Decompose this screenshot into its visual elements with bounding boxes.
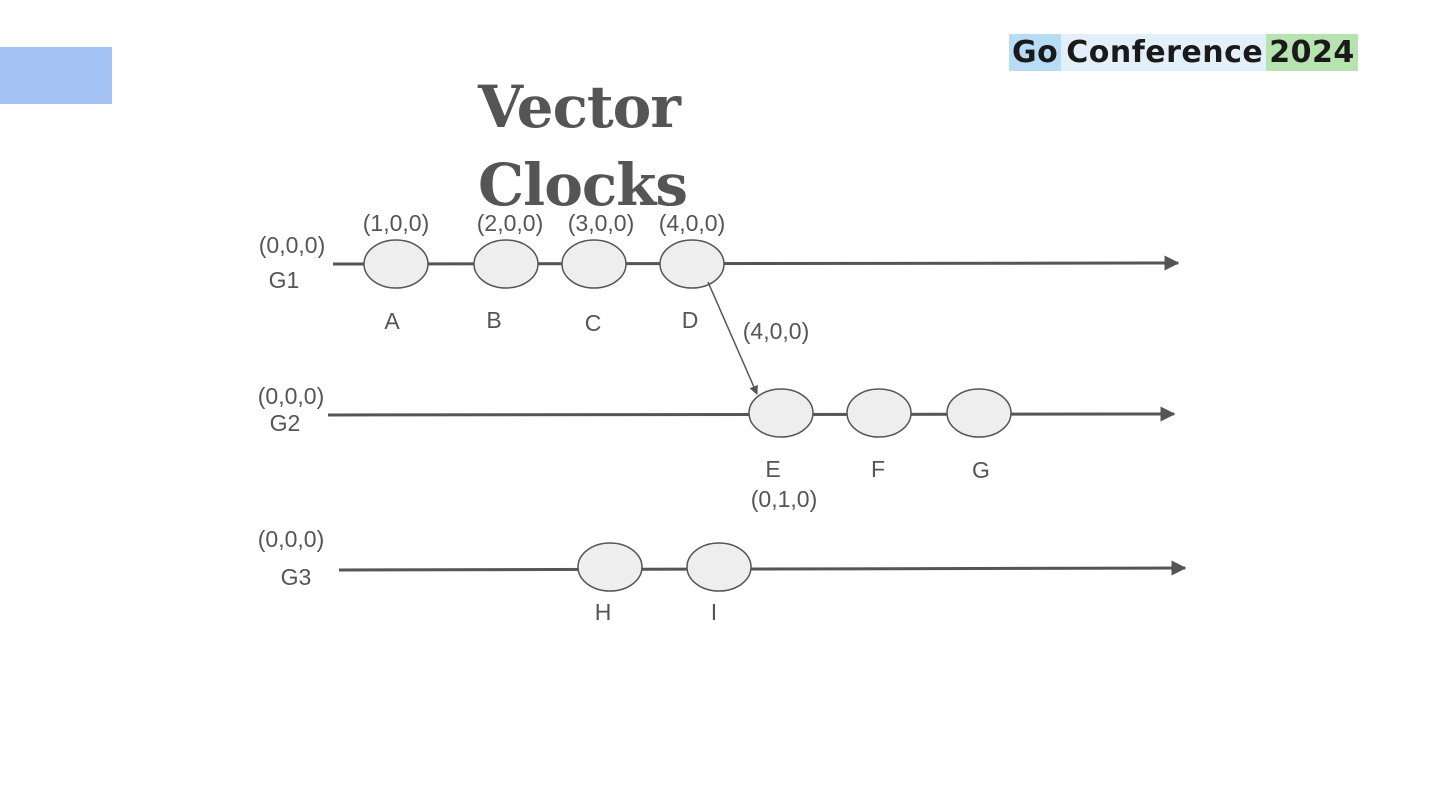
- timeline-g2-initial-clock: (0,0,0): [258, 383, 324, 409]
- event-i-label: I: [711, 599, 717, 625]
- timeline-g2: (0,0,0) G2 E (0,1,0) F G: [258, 383, 1176, 512]
- slide-title-line-2: Clocks: [478, 151, 688, 219]
- event-c-label: C: [585, 310, 602, 336]
- slide-title: Vector Clocks: [478, 68, 738, 224]
- timeline-g2-label: G2: [270, 410, 301, 436]
- logo-go: Go: [1009, 34, 1062, 71]
- event-i-node: [686, 542, 752, 592]
- event-e-node: [748, 388, 814, 438]
- timeline-g3-initial-clock: (0,0,0): [258, 526, 324, 552]
- event-g-node: [946, 388, 1012, 438]
- event-d-node: [659, 239, 725, 289]
- timeline-g3-axis: [338, 560, 1187, 576]
- corner-accent-block: [0, 47, 112, 104]
- event-g-label: G: [972, 457, 990, 483]
- logo-conference: Conference: [1061, 34, 1267, 71]
- event-h: H: [577, 542, 643, 625]
- event-g: G: [946, 388, 1012, 483]
- event-d-clock: (4,0,0): [659, 210, 725, 236]
- timeline-g1-initial-clock: (0,0,0): [259, 232, 325, 258]
- go-conference-logo: Go Conference 2024: [1009, 34, 1358, 71]
- event-b: (2,0,0) B: [473, 210, 543, 333]
- event-c-node: [561, 239, 627, 289]
- timeline-g3-label: G3: [281, 564, 312, 590]
- event-f-label: F: [871, 456, 885, 482]
- event-a-node: [363, 239, 429, 289]
- event-e-label: E: [765, 456, 780, 482]
- event-b-node: [473, 239, 539, 289]
- slide-title-line-1: Vector: [478, 73, 681, 141]
- message-d-to-e-clock: (4,0,0): [743, 318, 809, 344]
- event-a-label: A: [384, 308, 400, 334]
- event-a-clock: (1,0,0): [363, 210, 429, 236]
- message-d-to-e-arrow: [707, 281, 758, 395]
- event-f: F: [846, 388, 912, 482]
- event-e-clock: (0,1,0): [751, 486, 817, 512]
- event-b-clock: (2,0,0): [477, 210, 543, 236]
- event-a: (1,0,0) A: [363, 210, 429, 334]
- event-h-label: H: [595, 599, 612, 625]
- event-c-clock: (3,0,0): [568, 210, 634, 236]
- event-d: (4,0,0) D: [659, 210, 725, 333]
- timeline-g1: (0,0,0) G1 (1,0,0) A (2,0,0) B (3,0,0) C…: [259, 210, 1180, 336]
- event-h-node: [577, 542, 643, 592]
- message-d-to-e: (4,0,0): [707, 281, 809, 395]
- event-c: (3,0,0) C: [561, 210, 634, 336]
- timeline-g3: (0,0,0) G3 H I: [258, 526, 1187, 625]
- event-b-label: B: [486, 307, 501, 333]
- event-e: E (0,1,0): [748, 388, 817, 512]
- event-d-label: D: [682, 307, 699, 333]
- logo-year: 2024: [1266, 34, 1358, 71]
- event-f-node: [846, 388, 912, 438]
- timeline-g1-axis: [332, 255, 1180, 271]
- event-i: I: [686, 542, 752, 625]
- timeline-g1-label: G1: [269, 267, 300, 293]
